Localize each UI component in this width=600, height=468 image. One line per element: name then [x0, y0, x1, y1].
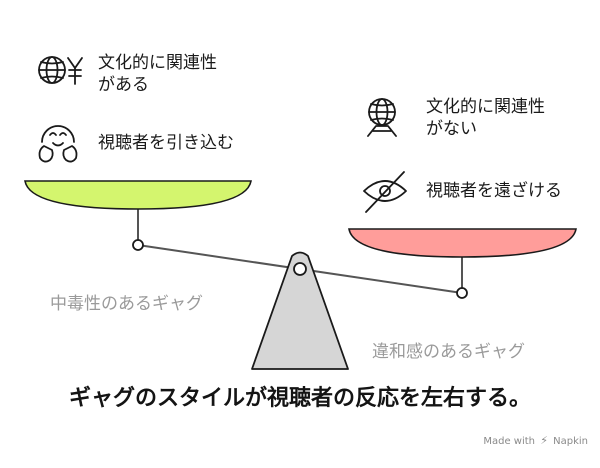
credit-brand: Napkin — [553, 436, 588, 447]
left-item1-line2: がある — [98, 75, 149, 95]
happy-face-icon — [38, 125, 78, 163]
right-pan-caption: 違和感のあるギャグ — [372, 342, 525, 362]
left-pivot — [132, 239, 144, 251]
credit-prefix: Made with — [483, 436, 536, 447]
left-item2-label: 視聴者を引き込む — [98, 133, 234, 153]
left-item1-line1: 文化的に関連性 — [98, 53, 217, 73]
right-pan — [348, 228, 577, 258]
right-item1-line1: 文化的に関連性 — [426, 97, 545, 117]
right-item1-line2: がない — [426, 119, 477, 139]
right-item2-label: 視聴者を遠ざける — [426, 181, 562, 201]
napkin-logo-icon: ⚡ — [540, 434, 548, 447]
blind-eye-icon — [363, 171, 407, 213]
scale-stand — [251, 251, 349, 370]
stand-pivot — [293, 262, 307, 276]
left-pan — [24, 180, 252, 210]
left-pan-caption: 中毒性のあるギャグ — [50, 294, 203, 314]
right-pivot — [456, 287, 468, 299]
napkin-credit[interactable]: Made with ⚡ Napkin — [483, 434, 588, 447]
globe-icon — [367, 98, 397, 137]
globe-yen-icon — [38, 56, 83, 85]
diagram-caption: ギャグのスタイルが視聴者の反応を左右する。 — [68, 386, 531, 411]
